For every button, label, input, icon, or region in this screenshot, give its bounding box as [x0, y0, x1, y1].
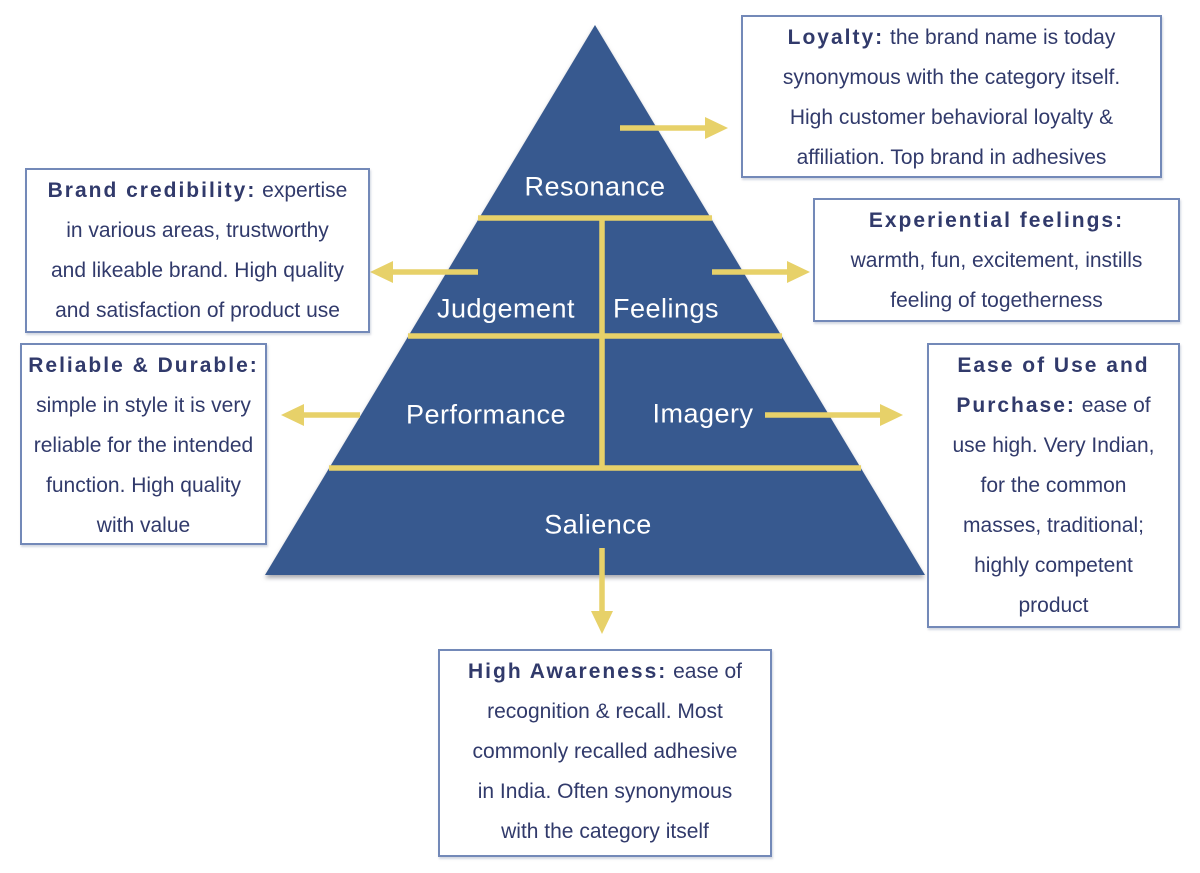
note-lead: High Awareness: — [468, 660, 668, 683]
note-line: recognition & recall. Most — [487, 700, 723, 723]
note-line: warmth, fun, excitement, instills — [850, 249, 1143, 272]
note-line: highly competent — [974, 554, 1133, 577]
note-box-experiential: Experiential feelings: warmth, fun, exci… — [813, 198, 1180, 322]
pyramid-shape — [265, 25, 925, 575]
note-line: High Awareness: ease of — [444, 652, 766, 692]
note-line: with value — [96, 514, 191, 537]
level-label-imagery: Imagery — [652, 398, 754, 429]
note-line: simple in style it is very — [36, 394, 251, 417]
note-line: Reliable & Durable: — [26, 346, 261, 386]
note-lead: Ease of Use and — [957, 354, 1150, 377]
note-line: Purchase: ease of — [933, 386, 1174, 426]
note-line: commonly recalled adhesive — [472, 740, 738, 763]
note-box-reliable: Reliable & Durable: simple in style it i… — [20, 343, 267, 545]
note-line: synonymous with the category itself. — [782, 66, 1121, 89]
arrow-performance-to-reliable-icon — [281, 404, 360, 426]
note-line: affiliation. Top brand in adhesives — [796, 146, 1107, 169]
note-text: the brand name is today — [890, 26, 1116, 49]
note-line: in various areas, trustworthy — [66, 219, 329, 242]
note-line: product — [1018, 594, 1089, 617]
note-line: with the category itself — [501, 820, 709, 843]
note-line: Experiential feelings: — [819, 201, 1174, 241]
note-line: for the common — [980, 474, 1127, 497]
note-line: feeling of togetherness — [890, 289, 1103, 312]
note-lead: Loyalty: — [787, 26, 885, 49]
note-box-high-awareness: High Awareness: ease of recognition & re… — [438, 649, 772, 857]
note-line: Loyalty: the brand name is today — [747, 18, 1156, 58]
note-line: Brand credibility: expertise — [31, 171, 364, 211]
note-line: Ease of Use and — [933, 346, 1174, 386]
note-line: use high. Very Indian, — [952, 434, 1155, 457]
note-lead: Experiential feelings: — [868, 209, 1125, 232]
note-box-loyalty: Loyalty: the brand name is today synonym… — [741, 15, 1162, 178]
note-lead: Reliable & Durable: — [28, 354, 259, 377]
note-line: masses, traditional; — [963, 514, 1144, 537]
note-text: ease of — [1081, 394, 1151, 417]
level-label-feelings: Feelings — [612, 293, 720, 324]
level-label-performance: Performance — [405, 399, 567, 430]
arrow-imagery-to-ease-icon — [765, 404, 903, 426]
level-label-salience: Salience — [544, 509, 652, 540]
note-text: expertise — [262, 179, 348, 202]
note-line: in India. Often synonymous — [477, 780, 733, 803]
arrow-salience-to-awareness-icon — [591, 548, 613, 634]
note-box-ease-of-use: Ease of Use and Purchase: ease of use hi… — [927, 343, 1180, 628]
arrow-feelings-to-experiential-icon — [712, 261, 810, 283]
note-line: reliable for the intended — [33, 434, 254, 457]
note-line: function. High quality — [46, 474, 241, 497]
note-line: and likeable brand. High quality — [50, 259, 345, 282]
note-lead: Brand credibility: — [47, 179, 257, 202]
note-line: and satisfaction of product use — [55, 299, 340, 322]
level-label-resonance: Resonance — [524, 171, 666, 202]
note-box-brand-credibility: Brand credibility: expertise in various … — [25, 168, 370, 333]
level-label-judgement: Judgement — [436, 293, 576, 324]
arrow-judgement-to-brand-credibility-icon — [370, 261, 478, 283]
note-lead: Purchase: — [956, 394, 1076, 417]
note-line: High customer behavioral loyalty & — [789, 106, 1114, 129]
arrow-resonance-to-loyalty-icon — [620, 117, 728, 139]
note-text: ease of — [673, 660, 742, 683]
